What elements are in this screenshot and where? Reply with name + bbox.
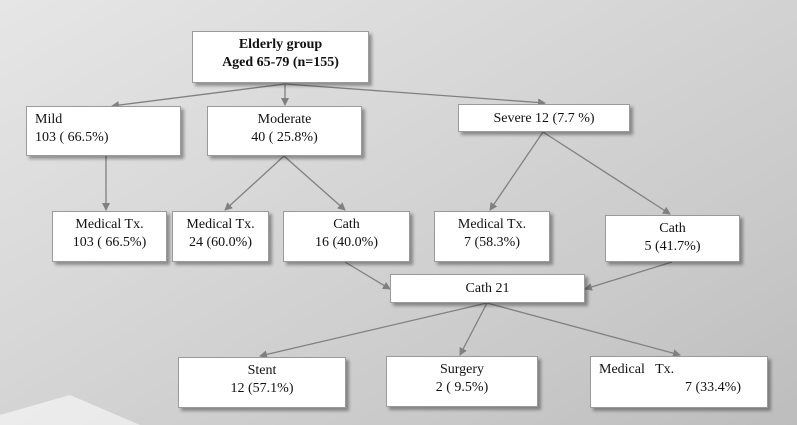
node-mild-medical-label: Medical Tx.	[75, 217, 144, 232]
arrow-cath21-to-stent	[259, 302, 488, 359]
node-moderate-cath-count: 16 (40.0%)	[315, 235, 378, 250]
node-moderate-medical-label: Medical Tx.	[186, 217, 255, 232]
node-root-subtitle: Aged 65-79 (n=155)	[222, 55, 339, 70]
node-severe-cath-count: 5 (41.7%)	[644, 239, 701, 254]
node-mild-label: Mild	[35, 112, 63, 127]
node-severe-label: Severe 12 (7.7 %)	[493, 111, 595, 126]
arrow-moderate-cath-to-cath21	[344, 261, 391, 290]
node-stent: Stent 12 (57.1%)	[178, 357, 346, 408]
node-surgery-count: 2 ( 9.5%)	[435, 380, 489, 395]
node-surgery: Surgery 2 ( 9.5%)	[386, 356, 538, 407]
node-severe-medical: Medical Tx. 7 (58.3%)	[434, 211, 550, 262]
node-mild: Mild 103 ( 66.5%)	[26, 106, 181, 156]
node-stent-count: 12 (57.1%)	[230, 381, 294, 396]
arrow-root-to-mild	[111, 83, 286, 110]
node-cath-total: Cath 21	[390, 274, 585, 303]
decorative-wedge	[0, 395, 140, 425]
node-severe-cath-label: Cath	[659, 221, 686, 236]
node-mild-medical-count: 103 ( 66.5%)	[72, 235, 147, 250]
node-moderate-count: 40 ( 25.8%)	[251, 130, 318, 145]
node-root-title: Elderly group	[238, 37, 323, 52]
node-moderate-cath-label: Cath	[333, 217, 360, 232]
arrow-severe-to-medical	[489, 131, 544, 211]
node-stent-label: Stent	[247, 363, 277, 378]
node-severe-medical-label: Medical Tx.	[457, 217, 527, 232]
node-moderate-medical-count: 24 (60.0%)	[189, 235, 252, 250]
node-moderate: Moderate 40 ( 25.8%)	[207, 106, 362, 156]
arrow-root-to-severe	[284, 83, 546, 107]
arrow-moderate-to-medical	[224, 155, 285, 211]
arrow-severe-cath-to-cath21	[584, 261, 673, 291]
arrow-cath21-to-surgery	[459, 302, 488, 356]
node-root: Elderly group Aged 65-79 (n=155)	[192, 31, 369, 83]
node-cath-medical-count: 7 (33.4%)	[685, 380, 741, 395]
arrow-cath21-to-medical	[486, 302, 681, 358]
node-severe-medical-count: 7 (58.3%)	[464, 235, 520, 250]
node-severe: Severe 12 (7.7 %)	[458, 104, 630, 132]
node-moderate-label: Moderate	[257, 112, 312, 127]
arrow-moderate-to-cath	[283, 155, 346, 211]
node-mild-count: 103 ( 66.5%)	[35, 130, 109, 145]
node-moderate-cath: Cath 16 (40.0%)	[283, 211, 410, 262]
node-severe-cath: Cath 5 (41.7%)	[605, 215, 740, 262]
arrow-severe-to-cath	[542, 131, 671, 215]
node-mild-medical: Medical Tx. 103 ( 66.5%)	[52, 211, 167, 262]
node-cath-total-label: Cath 21	[465, 281, 510, 296]
node-moderate-medical: Medical Tx. 24 (60.0%)	[172, 211, 269, 262]
node-cath-medical: Medical Tx. 7 (33.4%)	[590, 356, 768, 408]
node-cath-medical-label: Medical Tx.	[599, 362, 675, 377]
node-surgery-label: Surgery	[439, 362, 485, 377]
